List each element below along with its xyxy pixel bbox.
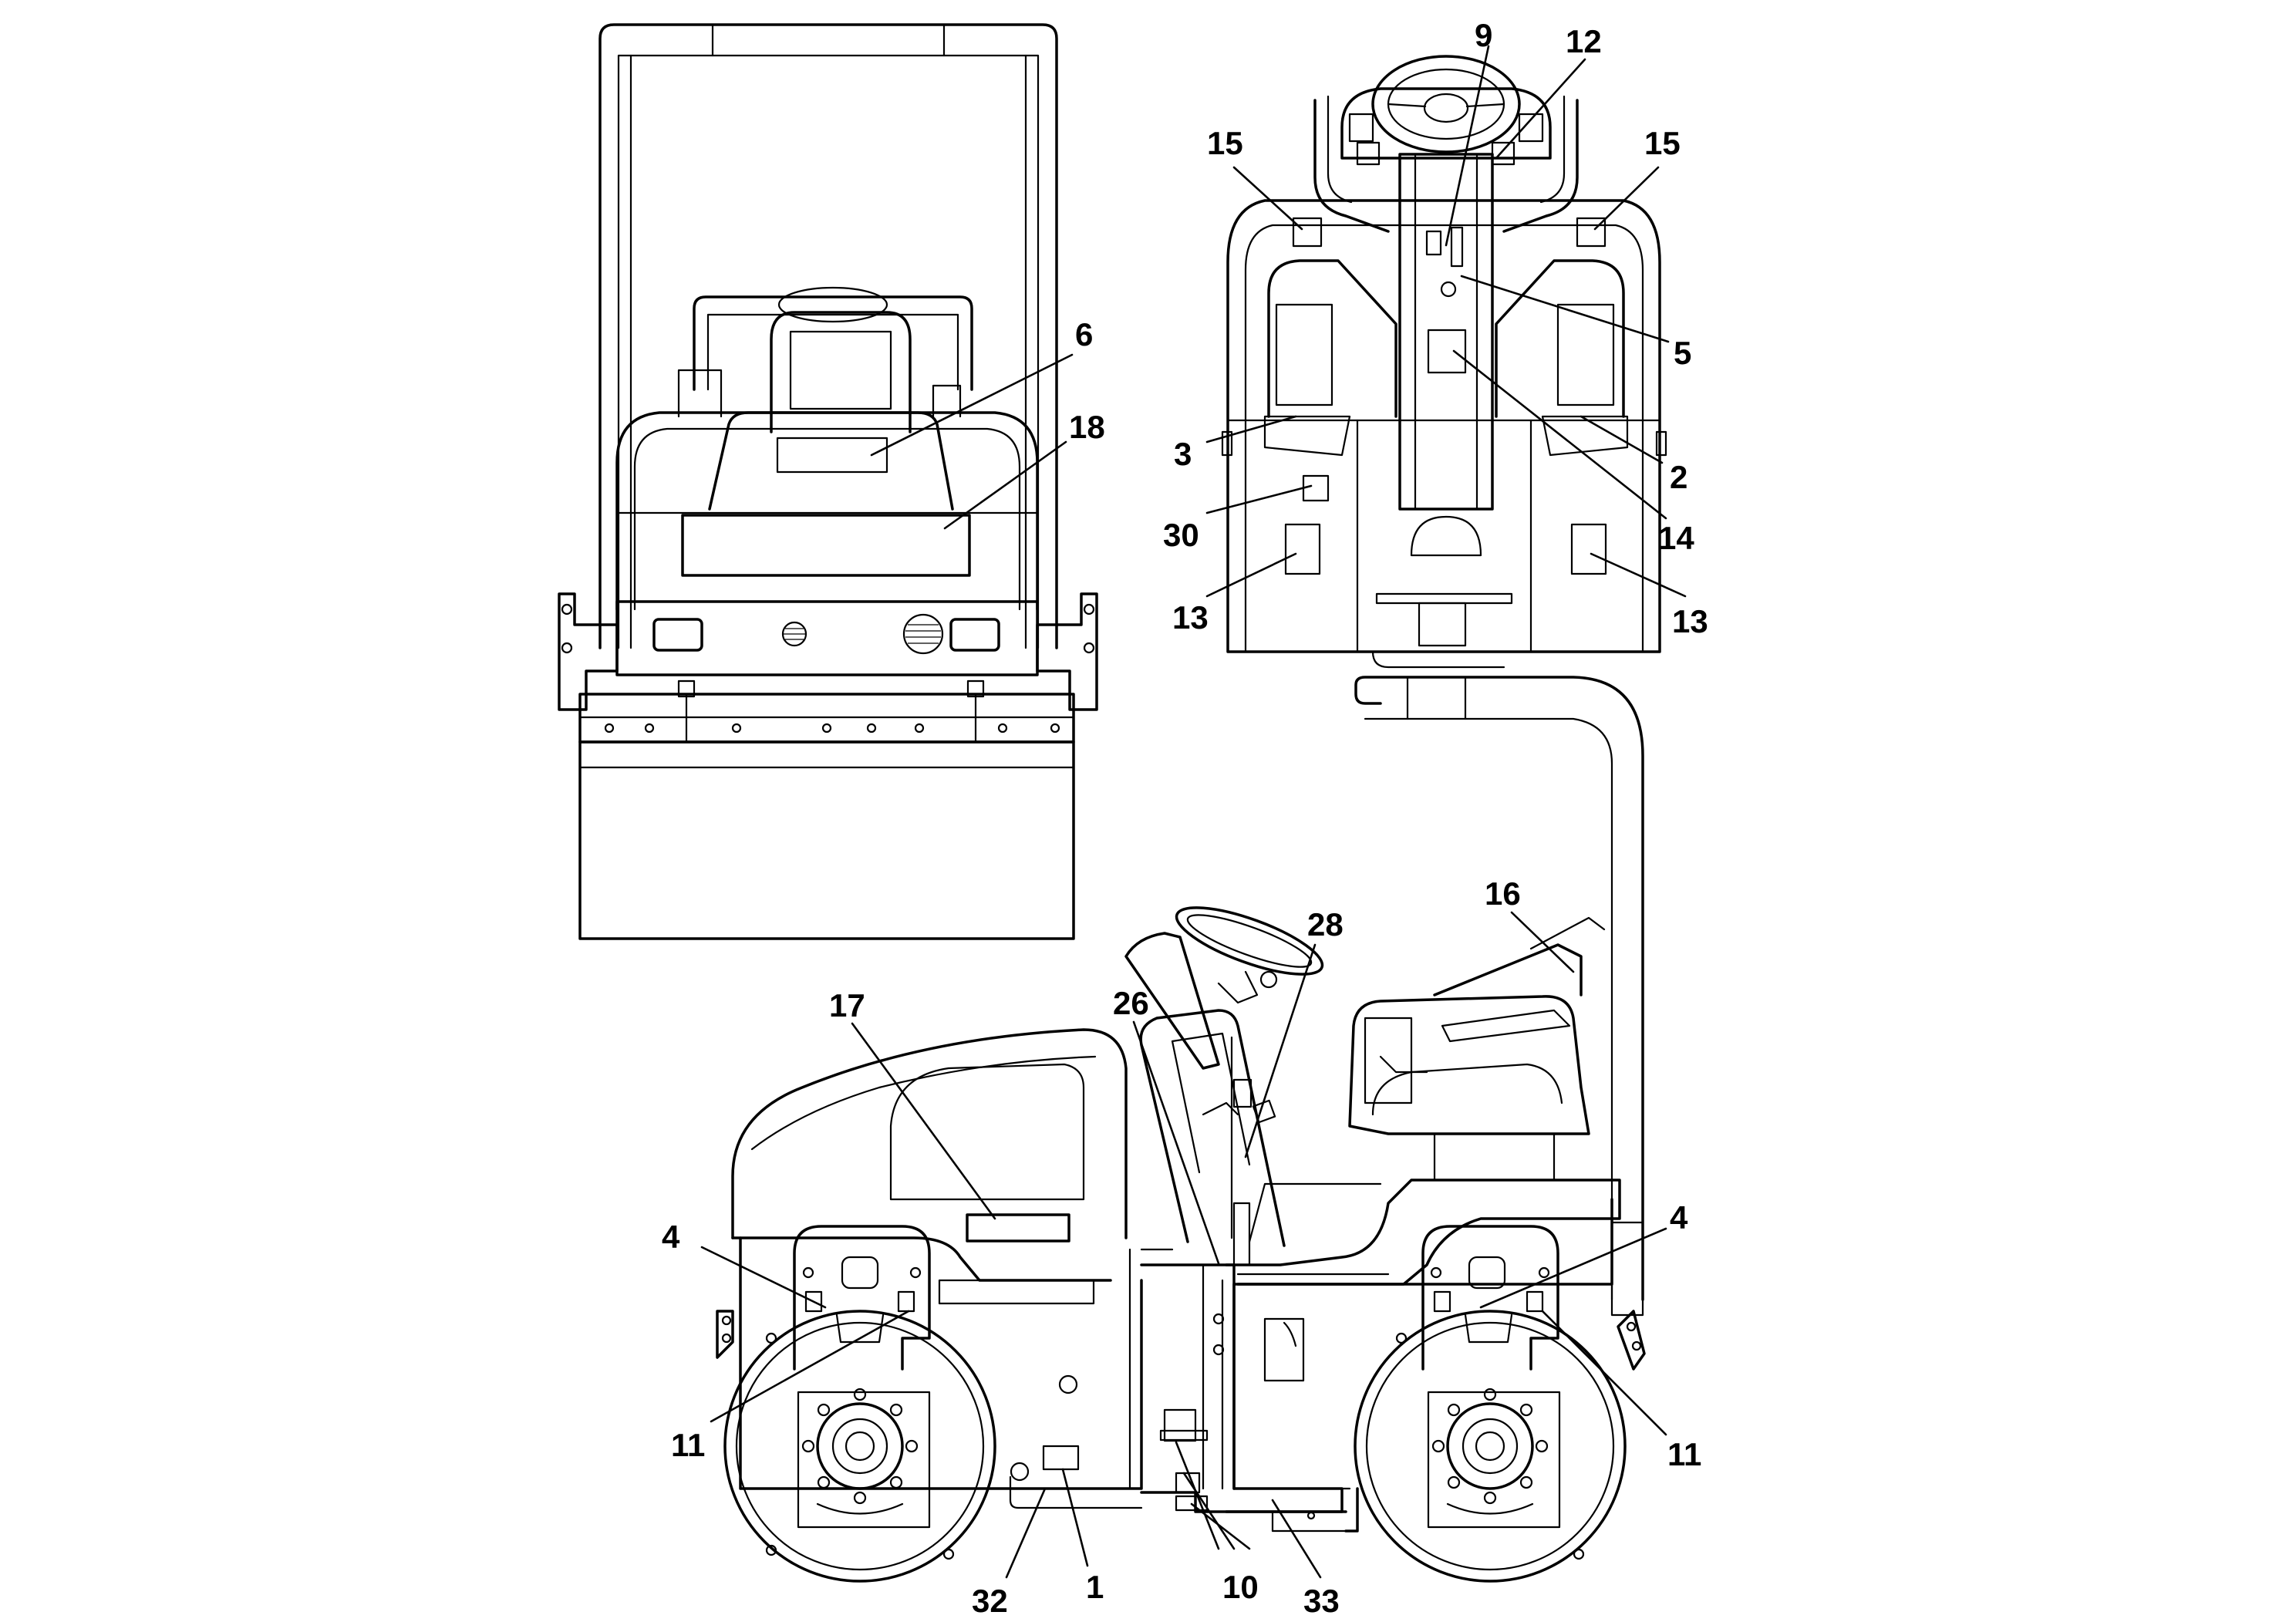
leader-lines — [700, 45, 1687, 1579]
decal-17-area — [966, 1213, 1070, 1243]
callout-4-right: 4 — [1670, 1199, 1688, 1236]
callout-12: 12 — [1566, 23, 1602, 59]
left-seat-panel — [1275, 303, 1333, 406]
callout-33: 33 — [1303, 1583, 1340, 1619]
right-13-decal — [1570, 523, 1607, 575]
left-13-decal — [1284, 523, 1321, 575]
callout-6: 6 — [1075, 316, 1093, 352]
decal-6-area — [776, 437, 888, 474]
operator-station-view — [1221, 55, 1667, 669]
callout-15-right: 15 — [1644, 125, 1681, 161]
callout-5: 5 — [1674, 335, 1691, 371]
steering-column — [1398, 153, 1494, 511]
decal-front-strip — [938, 1279, 1095, 1305]
engine-hood — [731, 1028, 1128, 1239]
callout-9: 9 — [1475, 17, 1492, 53]
center-section — [1140, 1263, 1344, 1513]
callout-2: 2 — [1670, 459, 1687, 495]
front-drum — [578, 740, 1075, 940]
engine-mesh-outline — [889, 1063, 1085, 1201]
left-headlight — [652, 618, 703, 652]
rear-drum-bolts — [1431, 1388, 1549, 1505]
deck — [1225, 1179, 1621, 1286]
right-headlight — [949, 618, 1000, 652]
steering-console — [1139, 1009, 1286, 1247]
rops-frame — [598, 23, 1058, 649]
side-view — [716, 676, 1646, 1583]
front-grille-large — [902, 613, 944, 655]
decal-18-area — [681, 514, 971, 577]
front-drum-bolts — [801, 1388, 919, 1505]
decal-14-area — [1427, 329, 1467, 374]
front-mount-plate — [793, 1225, 931, 1371]
front-view — [558, 23, 1098, 940]
callout-16: 16 — [1485, 875, 1521, 912]
operator-deck — [1226, 199, 1661, 653]
callout-14: 14 — [1658, 520, 1694, 556]
steering-wheel — [1371, 55, 1521, 153]
front-handrail — [693, 295, 973, 391]
side-steering-wheel — [1175, 906, 1324, 976]
callout-11-right: 11 — [1667, 1436, 1701, 1472]
callout-3: 3 — [1174, 436, 1192, 472]
callout-18: 18 — [1069, 409, 1105, 445]
top-handrail — [1313, 99, 1579, 233]
callout-17: 17 — [829, 987, 865, 1023]
callout-13-right: 13 — [1672, 603, 1708, 639]
callout-4-left: 4 — [662, 1219, 680, 1255]
callout-15-left: 15 — [1207, 125, 1243, 161]
rear-frame — [1225, 1198, 1613, 1533]
callout-1: 1 — [1086, 1569, 1104, 1605]
callout-10: 10 — [1222, 1569, 1259, 1605]
decal-1-area — [1042, 1445, 1080, 1471]
front-body — [739, 1236, 1143, 1490]
hood — [615, 411, 1039, 611]
callout-32: 32 — [972, 1583, 1008, 1619]
front-drum-side — [723, 1310, 996, 1583]
callout-13-left: 13 — [1172, 599, 1209, 636]
front-grille-small — [781, 621, 807, 647]
callout-28: 28 — [1307, 906, 1344, 943]
rear-mount-plate — [1421, 1225, 1559, 1371]
side-rops — [1354, 676, 1644, 1301]
rear-drum-side — [1354, 1310, 1627, 1583]
callouts: 6 18 9 12 15 15 5 3 2 30 14 13 13 16 28 … — [662, 17, 1708, 1619]
right-seat-panel — [1556, 303, 1615, 406]
callout-26: 26 — [1113, 985, 1149, 1021]
callout-11-left: 11 — [671, 1427, 705, 1463]
operator-seat — [1348, 995, 1590, 1135]
seat-back — [770, 311, 912, 433]
callout-30: 30 — [1163, 517, 1199, 553]
decal-30-area — [1302, 474, 1330, 502]
